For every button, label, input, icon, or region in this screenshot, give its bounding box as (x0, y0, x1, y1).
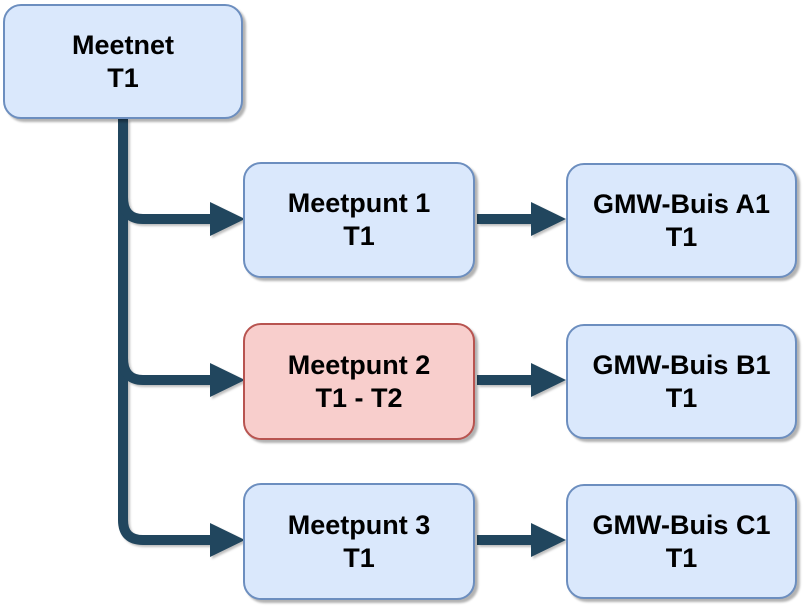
arrowhead-to-meetpunt-3-icon (210, 523, 245, 557)
node-meetpunt-3-title: Meetpunt 3 (287, 509, 431, 540)
node-gmw-buis-a1-subtitle: T1 (665, 221, 698, 252)
node-meetpunt-1-subtitle: T1 (343, 221, 375, 251)
edge-meetnet-meetpunt-3 (118, 119, 212, 545)
node-gmw-buis-b1-subtitle: T1 (665, 382, 698, 413)
node-meetnet-subtitle: T1 (107, 62, 139, 93)
node-meetpunt-2-title: Meetpunt 2 (287, 349, 431, 380)
node-meetpunt-1-title: Meetpunt 1 (287, 188, 431, 218)
node-gmw-buis-b1: GMW-Buis B1 T1 (566, 324, 797, 439)
node-gmw-buis-c1: GMW-Buis C1 T1 (566, 484, 797, 599)
node-meetnet: Meetnet T1 (3, 4, 243, 119)
node-gmw-buis-a1: GMW-Buis A1 T1 (566, 163, 797, 278)
node-meetpunt-2: Meetpunt 2 T1 - T2 (243, 323, 475, 440)
node-gmw-buis-c1-subtitle: T1 (665, 542, 698, 573)
arrowhead-to-gmw-buis-a1-icon (531, 202, 566, 236)
node-gmw-buis-a1-title: GMW-Buis A1 (593, 188, 770, 219)
arrowhead-to-meetpunt-1-icon (210, 202, 245, 236)
node-meetpunt-1: Meetpunt 1 T1 (243, 162, 475, 278)
arrowhead-to-gmw-buis-b1-icon (531, 363, 566, 397)
node-meetnet-title: Meetnet (71, 29, 174, 60)
node-meetpunt-3-subtitle: T1 (343, 542, 375, 573)
node-gmw-buis-c1-title: GMW-Buis C1 (592, 509, 771, 540)
edge-meetnet-meetpunt-2 (118, 357, 212, 385)
node-meetpunt-3: Meetpunt 3 T1 (243, 483, 475, 600)
node-meetpunt-2-subtitle: T1 - T2 (315, 382, 403, 413)
arrowhead-to-meetpunt-2-icon (210, 363, 245, 397)
node-gmw-buis-b1-title: GMW-Buis B1 (592, 349, 771, 380)
edge-meetnet-meetpunt-1 (118, 196, 212, 224)
arrowhead-to-gmw-buis-c1-icon (531, 523, 566, 557)
